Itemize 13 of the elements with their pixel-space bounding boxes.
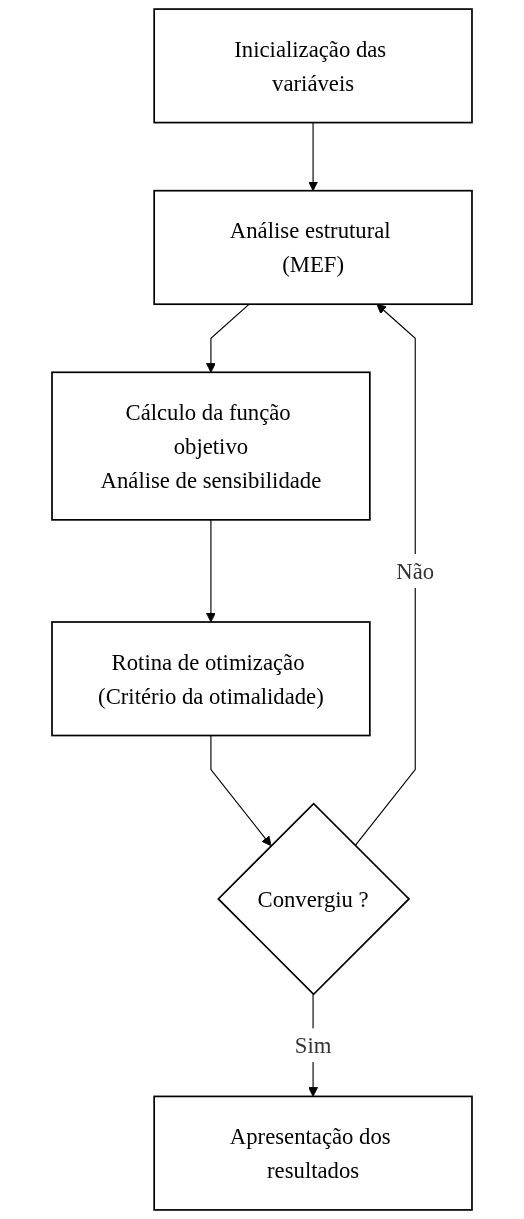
- node-box: Cálculo da função objetivo Análise de sensibilidade: [51, 371, 371, 521]
- node-box: Inicialização das variáveis: [153, 8, 473, 124]
- edge-label: Sim: [294, 1032, 332, 1058]
- node-box: Análise estrutural (MEF): [153, 189, 473, 306]
- arrow: [210, 734, 272, 847]
- arrow: [205, 519, 216, 623]
- node-box: Rotina de otimização (Critério da otimalidade): [51, 621, 371, 737]
- arrow: [354, 303, 416, 847]
- arrow: [205, 303, 250, 373]
- edge-label: Não: [396, 558, 435, 584]
- node-diamond: Convergiu ?: [217, 802, 411, 996]
- node-box: Apresentação dos resultados: [153, 1095, 473, 1211]
- arrow: [308, 122, 319, 192]
